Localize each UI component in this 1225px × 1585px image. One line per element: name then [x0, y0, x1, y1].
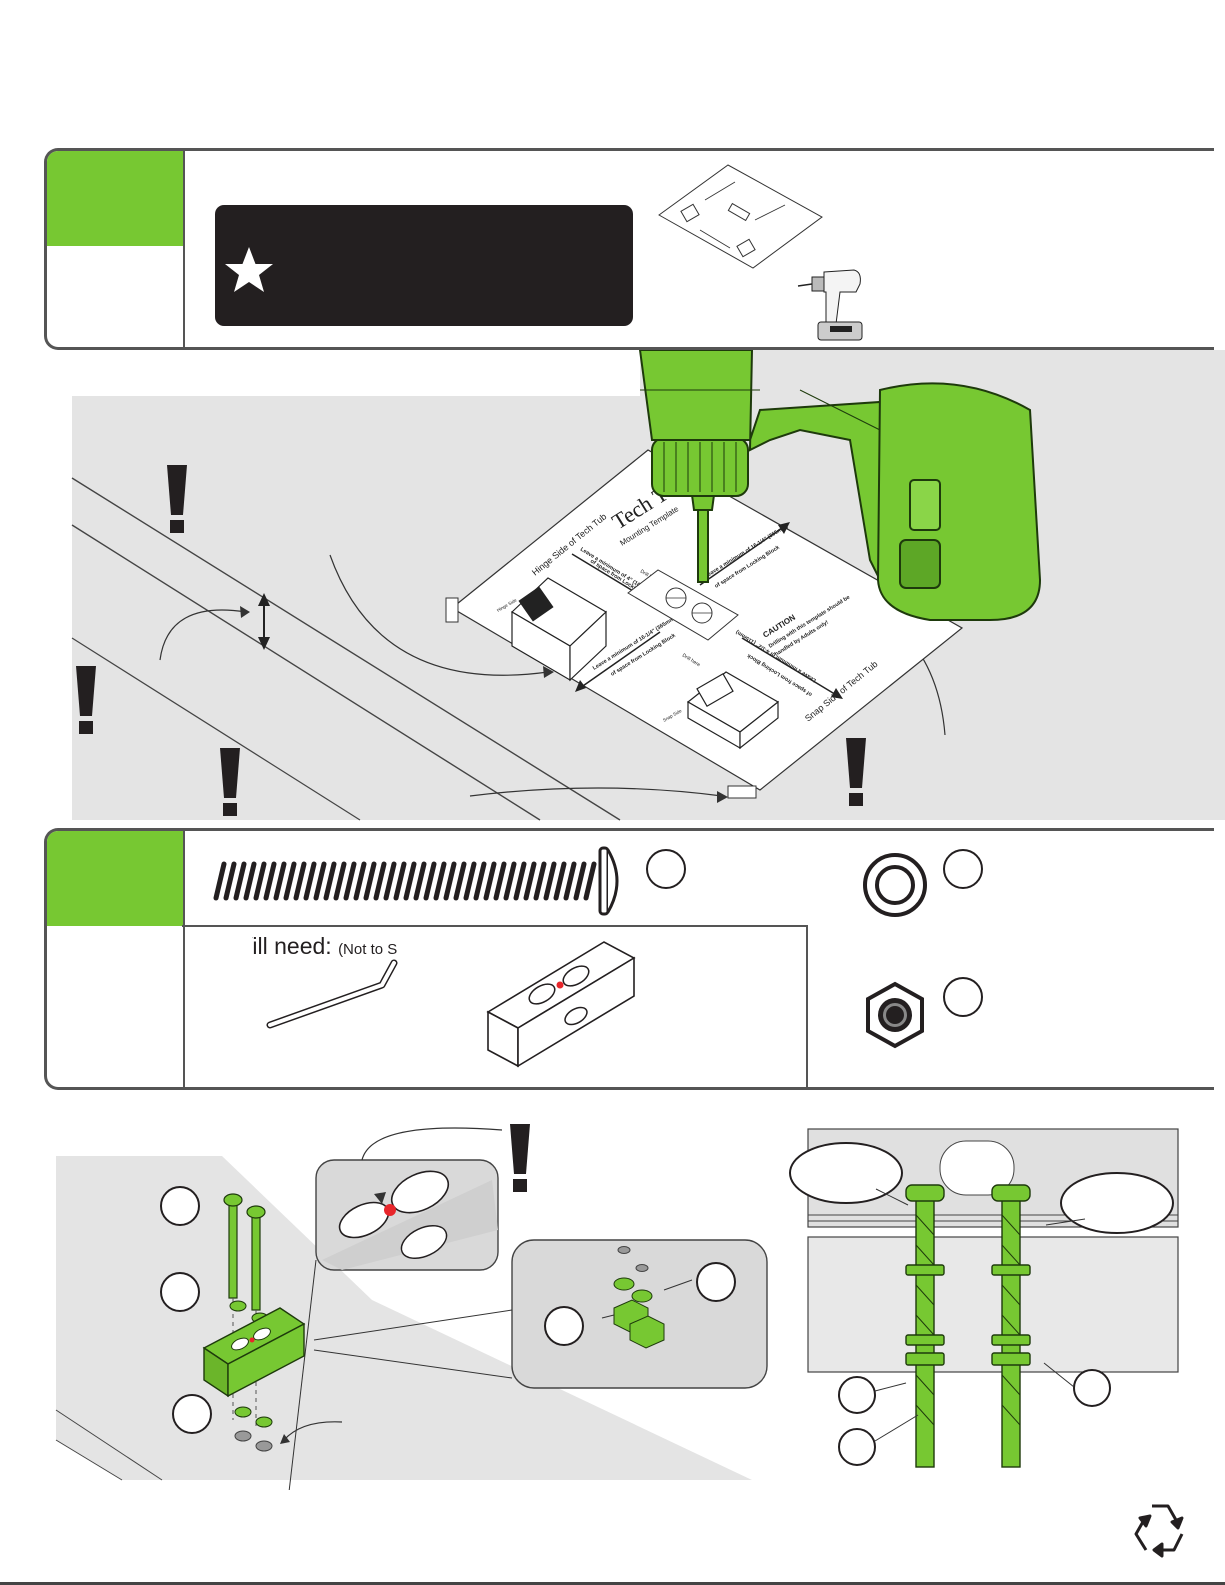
drill-thumbnail [797, 269, 863, 341]
hex-nut-icon [866, 981, 924, 1049]
part-a-callout-circle [646, 849, 686, 889]
drill-icon [638, 350, 1042, 621]
washer-icon [863, 853, 927, 917]
step-one-panel [44, 148, 1214, 350]
step-one-illustration: Tech Tub Mounting Template Hinge Side of… [71, 350, 1225, 821]
star-icon [225, 247, 273, 292]
recycle-icon [1134, 1504, 1184, 1558]
part-b-callout-circle [943, 849, 983, 889]
bolt-icon [213, 846, 619, 916]
will-need-label: /ill need: (Not to S [252, 933, 412, 959]
template-thumbnail [658, 164, 823, 269]
locking-block-icon [486, 941, 636, 1068]
will-need-text: /ill need: [252, 933, 332, 959]
exclamation-icon [510, 1124, 530, 1192]
page-bottom-bar [0, 1582, 1225, 1585]
part-c-callout-circle [943, 977, 983, 1017]
exclamation-icon [76, 465, 866, 816]
step-one-divider [183, 151, 185, 347]
step-one-number-tab [47, 151, 183, 246]
allen-key-icon [266, 959, 398, 1029]
step-two-number-tab [47, 831, 183, 926]
important-note-box [215, 205, 633, 326]
cross-section-diagram [789, 1128, 1179, 1468]
step-two-panel [44, 828, 1214, 1090]
step-three-assembly [55, 1124, 768, 1490]
not-to-scale-text: (Not to S [338, 941, 398, 958]
tools-needed-box [182, 925, 808, 1087]
step-two-divider [183, 831, 185, 1087]
